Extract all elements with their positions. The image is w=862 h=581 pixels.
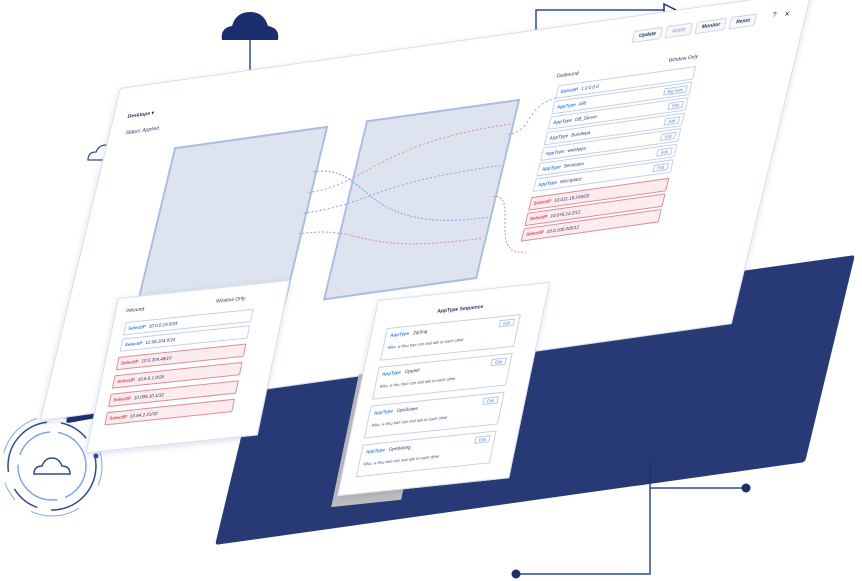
desktops-dropdown[interactable]: Desktops ▾ <box>127 110 155 120</box>
row-tag: SelectIP <box>124 340 143 348</box>
card-tag: AppType <box>365 447 386 455</box>
row-tag: SelectIP <box>560 86 579 95</box>
row-value: ARI <box>578 100 587 107</box>
card-description: Wko, w thru ban can real talk to each ot… <box>387 336 465 351</box>
edit-button[interactable]: Edit <box>498 318 515 328</box>
row-value: 10.0.0.19.0/24 <box>148 320 179 329</box>
close-icon[interactable]: ✕ <box>783 10 791 19</box>
card-name: OpsSuites <box>396 405 419 414</box>
card-name: OppInfi <box>404 367 421 375</box>
row-tag: SelectIP <box>120 358 140 366</box>
outbound-column-label: Window Only <box>667 53 699 65</box>
row-tag: SelectIP <box>525 229 545 237</box>
edit-button[interactable]: Edit <box>667 100 685 111</box>
flow-connections <box>298 96 564 253</box>
edit-button[interactable]: Edit <box>490 357 507 367</box>
card-description: Wko, w thru ban can real talk to each ot… <box>362 453 441 467</box>
status-text: Status: Applied <box>124 125 160 137</box>
row-tag: SelectIP <box>109 413 128 421</box>
apply-button[interactable]: Apply <box>664 22 694 39</box>
edit-button[interactable]: Edit <box>656 147 673 157</box>
row-value: Bundlepa <box>570 129 592 138</box>
edit-button[interactable]: Edit <box>659 131 677 142</box>
help-icon[interactable]: ? <box>771 11 778 20</box>
dropdown-label: Desktops <box>126 110 151 121</box>
row-value: Microplace <box>559 175 583 185</box>
edit-button[interactable]: Edit <box>652 162 670 173</box>
inbound-heading: Inbound <box>125 306 145 315</box>
row-value: Servicepa <box>563 160 585 169</box>
row-tag: AppType <box>545 148 566 157</box>
row-tag: AppType <box>541 163 562 172</box>
outbound-heading: Outbound <box>555 70 580 80</box>
row-tag: SelectIP <box>533 198 552 206</box>
card-name: ZipSng <box>412 328 428 336</box>
row-value: 10.006.10.1/32 <box>133 392 165 401</box>
chevron-down-icon: ▾ <box>150 110 155 117</box>
cloud-icon <box>221 12 279 40</box>
orbit-cloud-icon <box>1 415 103 517</box>
node-dot <box>741 483 751 493</box>
row-tag: AppType <box>556 101 577 110</box>
row-value: 12.08.204.0/24 <box>144 336 176 346</box>
card-description: Wko, w thru ban can real talk to each ot… <box>379 375 457 389</box>
row-value: 10.0.100.005/12 <box>546 224 580 235</box>
row-value: 10.5.204.48/10 <box>141 355 173 364</box>
row-value: 10.64.2.31/32 <box>129 410 159 419</box>
row-value: DB_Server <box>574 113 598 123</box>
row-tag: SelectIP <box>529 213 549 222</box>
row-value: 10.031.16.249/20 <box>553 192 590 204</box>
edit-button[interactable]: Edit <box>663 116 681 126</box>
row-tag: AppType <box>537 179 558 188</box>
row-tag: AppType <box>548 132 569 141</box>
card-tag: AppType <box>381 369 402 377</box>
row-value: 1 0 0 0 0 <box>580 83 600 92</box>
row-value: webApps <box>567 145 587 154</box>
edit-button[interactable]: Edit <box>482 396 499 406</box>
inbound-column-label: Window Only <box>215 295 247 305</box>
card-tag: AppType <box>373 408 394 416</box>
row-value: 10.076.13.2/12 <box>549 209 582 219</box>
node-dot <box>511 569 521 579</box>
monitor-button[interactable]: Monitor <box>694 17 728 35</box>
edit-button[interactable]: Edit <box>474 435 491 444</box>
connector-line <box>516 460 651 575</box>
update-button[interactable]: Update <box>631 26 664 44</box>
row-button[interactable]: Big Data <box>662 85 688 96</box>
row-value: 10.6.6.1.0/26 <box>137 374 165 382</box>
sequence-title: AppType Sequence <box>436 303 484 315</box>
row-tag: SelectIP <box>116 377 136 385</box>
card-tag: AppType <box>389 330 410 338</box>
row-tag: AppType <box>552 117 573 126</box>
toolbar: Update Apply Monitor Reset <box>631 13 758 44</box>
card-description: Wko, w thru ban can real talk to each ot… <box>371 414 449 428</box>
card-name: OpsWiking <box>388 444 412 452</box>
reset-button[interactable]: Reset <box>728 13 758 30</box>
row-tag: SelectIP <box>127 324 147 331</box>
main-window: Update Apply Monitor Reset ? ✕ Desktops … <box>39 0 813 422</box>
row-tag: SelectIP <box>112 395 132 403</box>
